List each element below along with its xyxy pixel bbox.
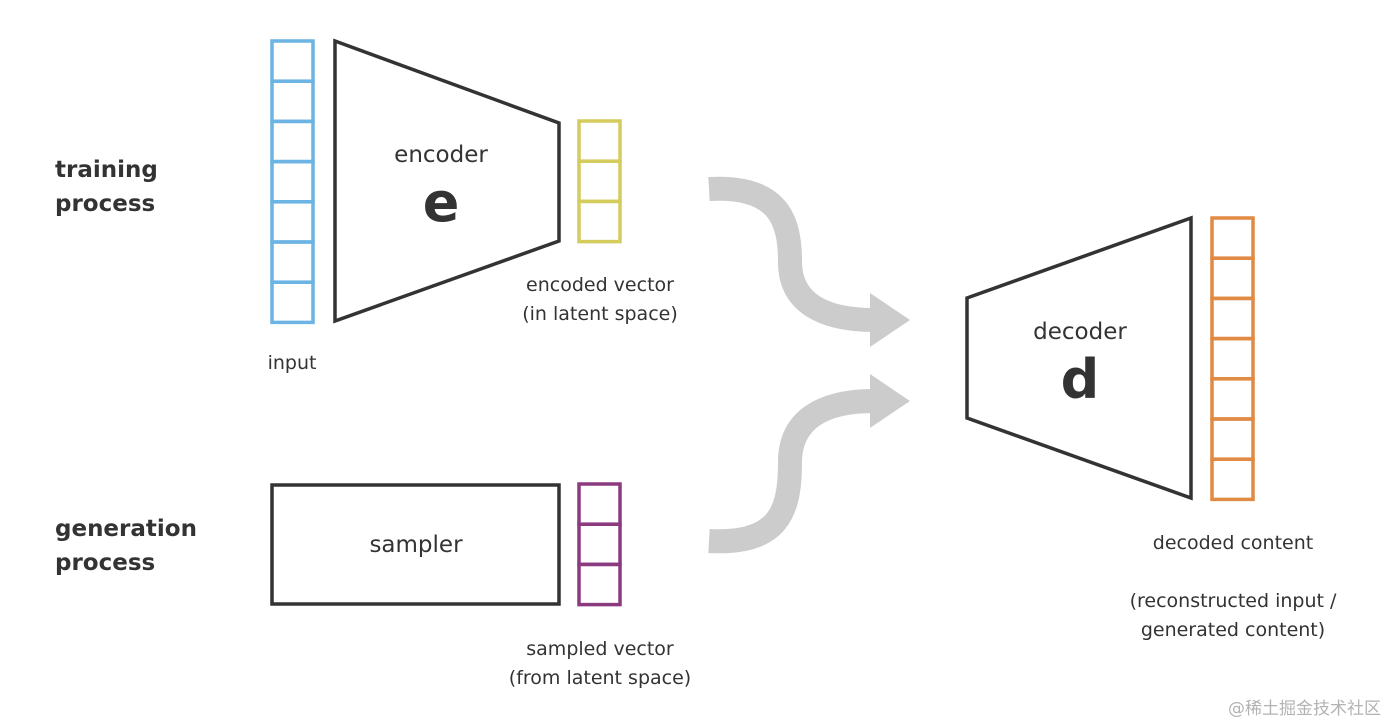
encoder-trapezoid — [333, 38, 561, 324]
input-vector-cell — [270, 39, 315, 83]
decoded-vector-cell — [1210, 296, 1255, 341]
sampled-vector — [577, 482, 622, 607]
encoded-vector-cell — [577, 119, 622, 163]
training-process-label-line1: training — [55, 157, 158, 183]
generation-process-label-line1: generation — [55, 516, 197, 542]
training-process-label-line2: process — [55, 191, 155, 217]
input-vector — [270, 39, 315, 325]
decoded-vector-cell — [1210, 216, 1255, 260]
sampled-vector-cell — [577, 522, 622, 567]
decoder-letter: d — [1061, 348, 1100, 411]
training-arrow-head — [870, 293, 910, 347]
training-arrow-shaft — [708, 176, 875, 332]
reconstructed-caption-line1: (reconstructed input / — [1130, 590, 1337, 612]
encoded-vector-cell — [577, 199, 622, 244]
input-caption: input — [268, 352, 317, 374]
decoded-caption: decoded content — [1153, 532, 1313, 554]
input-vector-cell — [270, 240, 315, 284]
encoder-label: encoder — [394, 142, 488, 168]
generation-process-label-line2: process — [55, 550, 155, 576]
encoder-letter: e — [423, 171, 460, 234]
decoded-vector-cell — [1210, 417, 1255, 461]
decoder-trapezoid — [965, 215, 1193, 501]
encoded-caption-line2: (in latent space) — [522, 303, 678, 325]
flow-arrows — [708, 176, 910, 554]
decoded-vector-cell — [1210, 256, 1255, 301]
decoder-label: decoder — [1033, 319, 1127, 345]
input-vector-cell — [270, 79, 315, 124]
input-vector-cell — [270, 159, 315, 204]
generation-arrow-head — [870, 374, 910, 428]
decoded-vector-cell — [1210, 377, 1255, 421]
sampled-caption-line1: sampled vector — [526, 638, 674, 660]
sampler-box — [270, 483, 561, 606]
reconstructed-caption-line2: generated content) — [1141, 619, 1325, 641]
input-vector-cell — [270, 119, 315, 164]
decoded-vector-cell — [1210, 457, 1255, 502]
generation-arrow-shaft — [708, 389, 875, 554]
encoded-vector — [577, 119, 622, 244]
input-vector-cell — [270, 280, 315, 325]
encoded-vector-cell — [577, 159, 622, 204]
encoded-caption-line1: encoded vector — [526, 274, 674, 296]
sampled-vector-cell — [577, 562, 622, 607]
input-vector-cell — [270, 200, 315, 244]
decoded-vector-cell — [1210, 336, 1255, 381]
sampled-caption-line2: (from latent space) — [509, 667, 691, 689]
watermark-text: @稀土掘金技术社区 — [1228, 699, 1381, 719]
sampled-vector-cell — [577, 482, 622, 526]
decoded-vector — [1210, 216, 1255, 502]
sampler-label: sampler — [369, 532, 463, 558]
